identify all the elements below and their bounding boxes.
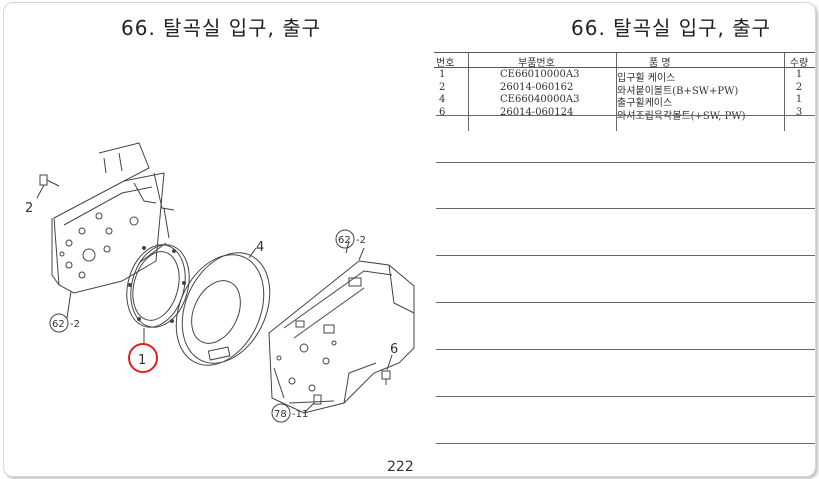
header-qty: 수량 [789,58,809,69]
row-part-no: CE66040000A3 [500,94,580,105]
table-rule [436,349,815,350]
row-part-no: 26014-060162 [500,81,574,93]
callout-62-right-ref: 62 [338,235,351,246]
page-title-left: 66. 탈곡실 입구, 출구 [121,16,322,40]
row-part-no: CE66010000A3 [500,69,580,80]
table-rule [436,115,815,116]
table-rule [436,396,815,397]
header-no: 번호 [436,58,455,69]
row-part-no: 26014-060124 [500,106,574,118]
exploded-parts-diagram: 2 4 6 1 62 -2 62 -2 78 -11 [25,142,415,423]
table-row: 4 CE66040000A3 출구휠케이스 1 [434,93,815,109]
table-rule [436,208,815,209]
row-qty: 1 [795,69,803,80]
bolt-part-6 [381,354,393,385]
table-row: 6 26014-060124 와셔조립육각볼트(+SW, PW) 3 [434,106,815,122]
table-divider [468,53,469,131]
row-qty: 1 [795,94,803,105]
highlight-circle [128,343,158,373]
row-name: 와셔붙이볼트(B+SW+PW) [617,85,739,97]
catalog-page: 66. 탈곡실 입구, 출구 66. 탈곡실 입구, 출구 [3,2,816,477]
callout-78-ref: 78 [274,409,287,420]
row-no: 1 [439,69,446,80]
callout-6: 6 [390,342,398,357]
callout-78-circle [271,403,291,423]
inlet-ring-case [126,244,190,345]
left-housing-panel [51,142,175,294]
row-name: 출구휠케이스 [617,98,673,109]
table-row: 1 CE66010000A3 입구휠 케이스 1 [434,68,815,84]
bolt-part-78 [303,394,322,414]
callout-62-left-ref: 62 [52,319,65,330]
row-no: 4 [439,94,446,105]
table-rule [436,162,815,163]
table-rule [436,302,815,303]
row-qty: 3 [795,106,803,118]
callout-62-right-suffix: -2 [356,235,366,246]
table-rule [436,255,815,256]
parts-table: 번호 부품번호 품 명 수량 1 CE66010000A3 입구휠 케이스 1 … [434,52,815,122]
table-header: 번호 부품번호 품 명 수량 [434,52,815,69]
outlet-case-disc [175,247,271,366]
callout-62-left-suffix: -2 [70,319,80,330]
table-divider [616,53,617,131]
callout-2: 2 [25,201,33,216]
table-row: 2 26014-060162 와셔붙이볼트(B+SW+PW) 2 [434,81,815,97]
callout-4: 4 [256,240,264,255]
right-housing-panel [268,247,415,414]
row-qty: 2 [795,81,803,93]
header-part-no: 부품번호 [518,58,555,69]
table-divider [784,53,785,131]
header-name: 품 명 [649,58,671,69]
bolt-part-2 [36,174,60,199]
callout-62-left-circle [49,313,69,333]
row-no: 6 [439,106,446,118]
row-name: 와셔조립육각볼트(+SW, PW) [617,110,746,122]
table-rule [436,443,815,444]
callout-78-suffix: -11 [292,409,308,420]
row-name: 입구휠 케이스 [617,73,676,84]
page-title-right: 66. 탈곡실 입구, 출구 [571,16,772,40]
row-no: 2 [439,81,446,93]
callout-62-right-circle [335,229,355,249]
callout-1: 1 [138,353,146,368]
page-number: 222 [387,459,414,475]
